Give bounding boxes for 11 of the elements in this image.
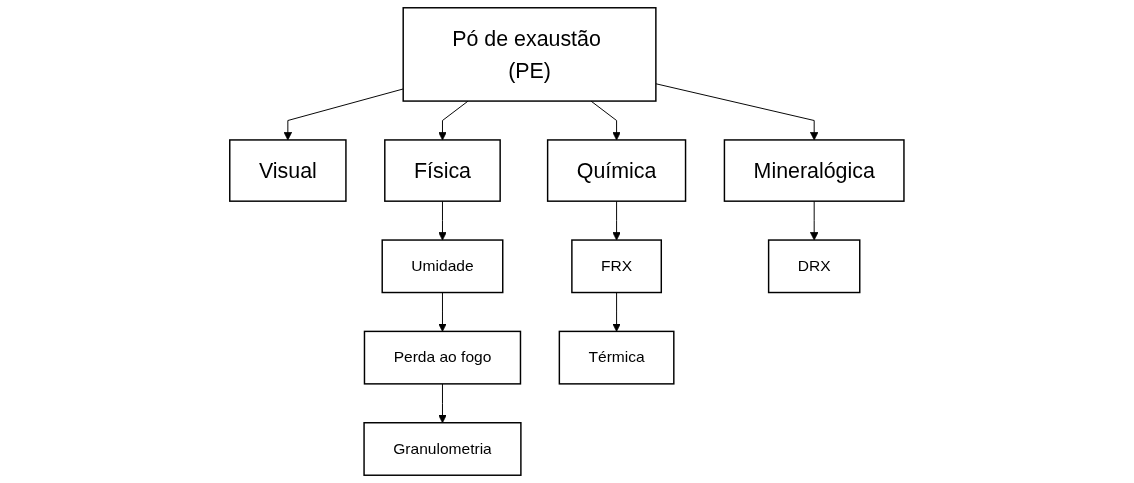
node-box: Térmica <box>558 330 675 385</box>
node-box: Física <box>384 139 502 202</box>
node-box: DRX <box>768 239 861 294</box>
node-box: Mineralógica <box>723 139 905 202</box>
node-box: Química <box>547 139 687 202</box>
node-box: Umidade <box>381 239 504 294</box>
node-box: FRX <box>571 239 663 294</box>
node-box: Granulometria <box>363 422 522 476</box>
node-box: Perda ao fogo <box>363 330 522 385</box>
node-box: Visual <box>229 139 347 202</box>
node-box: Pó de exaustão (PE) <box>402 7 657 102</box>
